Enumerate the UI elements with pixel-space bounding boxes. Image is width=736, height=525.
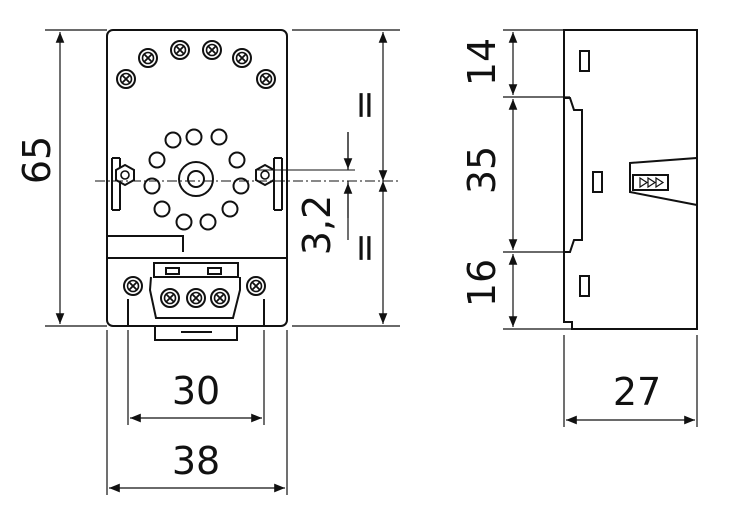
- mounting-ear-right: [273, 157, 283, 211]
- label-side-depth: 27: [613, 370, 661, 414]
- mounting-ear-left: [111, 157, 121, 211]
- label-side-bottom: 16: [460, 259, 504, 307]
- screw-terminal-top-arc: [116, 40, 276, 89]
- side-window-bottom: [579, 275, 590, 297]
- hex-nut-right: [255, 163, 275, 187]
- lower-terminal-block: [108, 235, 287, 341]
- label-hole-offset: 3,2: [295, 195, 339, 255]
- label-side-top: 14: [460, 38, 504, 86]
- label-lower-equal: =: [342, 232, 386, 264]
- label-inner-width: 30: [172, 369, 220, 413]
- label-side-middle: 35: [460, 146, 504, 194]
- screw-terminal-bottom-row: [123, 276, 266, 308]
- extension-lines-front: [45, 29, 400, 495]
- label-outer-width: 38: [172, 439, 220, 483]
- extension-lines-side: [503, 29, 698, 427]
- side-window-middle: [592, 171, 603, 193]
- pin-socket: [143, 128, 250, 231]
- side-window-top: [579, 50, 590, 72]
- label-upper-equal: =: [342, 89, 386, 121]
- release-lever: [629, 156, 698, 207]
- hex-nut-left: [115, 163, 135, 187]
- front-view: 65 = = 3,2 30 38: [15, 29, 400, 495]
- side-view: 14 35 16 27: [460, 29, 698, 427]
- label-height: 65: [15, 136, 59, 184]
